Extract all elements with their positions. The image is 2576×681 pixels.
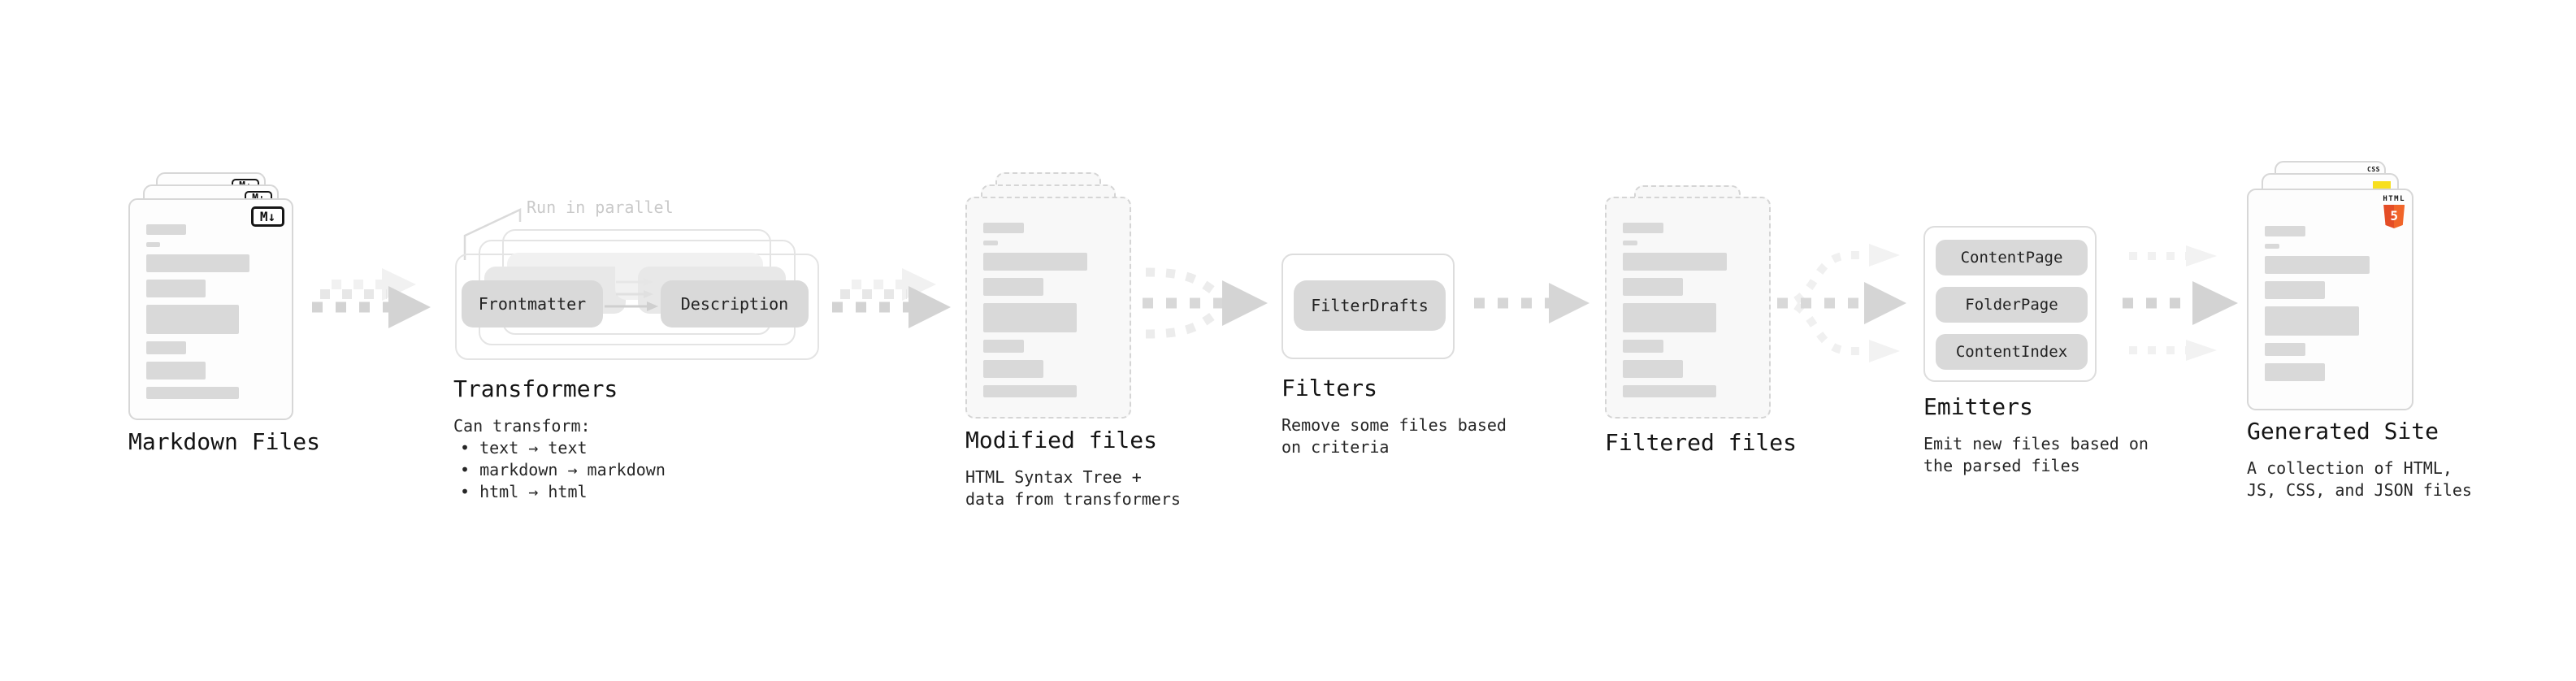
markdown-files-stack: M↓ M↓ M↓ bbox=[128, 172, 332, 424]
bullet-item: • html → html bbox=[460, 482, 588, 501]
placeholder-line bbox=[983, 253, 1087, 271]
description-line: data from transformers bbox=[965, 489, 1181, 509]
placeholder-line bbox=[983, 360, 1043, 378]
transform-mini-arrows bbox=[605, 278, 658, 311]
placeholder-line bbox=[1623, 340, 1663, 353]
annotation-connector-line bbox=[463, 208, 522, 260]
transformer-output-box: Description bbox=[661, 280, 809, 327]
stage-title: Emitters bbox=[1923, 393, 2033, 420]
markdown-icon: M↓ bbox=[251, 206, 284, 227]
document-sheet: HTML 5 bbox=[2247, 189, 2413, 410]
stage-description: Remove some files based on criteria bbox=[1281, 414, 1507, 458]
transformer-input-box: Frontmatter bbox=[462, 280, 603, 327]
document-content bbox=[1623, 223, 1753, 397]
placeholder-line bbox=[2265, 306, 2359, 336]
stage-title: Generated Site bbox=[2247, 418, 2439, 445]
note-heading: Can transform: bbox=[453, 416, 591, 436]
placeholder-line bbox=[1623, 360, 1683, 378]
placeholder-line bbox=[983, 241, 998, 245]
description-line: Emit new files based on bbox=[1923, 434, 2149, 453]
caption-generated-site: Generated Site A collection of HTML, JS,… bbox=[2247, 418, 2472, 501]
placeholder-line bbox=[983, 223, 1024, 233]
document-sheet bbox=[965, 197, 1131, 419]
filter-box: FilterDrafts bbox=[1294, 280, 1446, 331]
merge-arrow-modified-to-filters bbox=[1143, 267, 1268, 339]
placeholder-line bbox=[146, 341, 187, 354]
document-sheet: M↓ bbox=[128, 198, 293, 420]
stage-description: A collection of HTML, JS, CSS, and JSON … bbox=[2247, 458, 2472, 501]
stage-description: Can transform: • text → text • markdown … bbox=[453, 415, 666, 503]
placeholder-line bbox=[146, 242, 161, 247]
caption-transformers: Transformers Can transform: • text → tex… bbox=[453, 375, 666, 503]
placeholder-line bbox=[1623, 241, 1637, 245]
filtered-files-stack bbox=[1605, 185, 1808, 429]
description-line: JS, CSS, and JSON files bbox=[2247, 480, 2472, 500]
modified-files-stack bbox=[965, 172, 1169, 424]
emitter-box: FolderPage bbox=[1936, 287, 2088, 323]
caption-markdown-files: Markdown Files bbox=[128, 428, 320, 456]
placeholder-line bbox=[983, 303, 1078, 332]
placeholder-line bbox=[983, 385, 1078, 397]
split-arrow-filtered-to-emitters bbox=[1777, 244, 1906, 362]
description-line: HTML Syntax Tree + bbox=[965, 467, 1142, 487]
emitters-panel: ContentPage FolderPage ContentIndex bbox=[1923, 226, 2097, 382]
placeholder-line bbox=[2265, 256, 2370, 274]
run-in-parallel-label: Run in parallel bbox=[527, 197, 674, 217]
flow-arrow-transformers-to-modified bbox=[832, 268, 951, 328]
transformers-group: Run in parallel Frontmatter Description bbox=[453, 193, 835, 380]
flow-arrow-markdown-to-transformers bbox=[312, 268, 431, 328]
flow-arrow-filters-to-filtered bbox=[1474, 283, 1589, 323]
placeholder-line bbox=[1623, 385, 1717, 397]
placeholder-line bbox=[1623, 253, 1727, 271]
placeholder-line bbox=[146, 362, 206, 380]
emitter-box: ContentIndex bbox=[1936, 334, 2088, 370]
placeholder-line bbox=[2265, 244, 2279, 249]
stage-title: Markdown Files bbox=[128, 428, 321, 455]
stage-title: Modified files bbox=[965, 427, 1158, 453]
placeholder-line bbox=[146, 224, 187, 235]
placeholder-line bbox=[2265, 343, 2305, 356]
parallel-arrows-emitters-to-generated bbox=[2123, 245, 2238, 361]
description-line: the parsed files bbox=[1923, 456, 2080, 475]
placeholder-line bbox=[146, 387, 240, 399]
placeholder-line bbox=[983, 340, 1024, 353]
bullet-item: • text → text bbox=[460, 438, 588, 458]
stage-title: Filters bbox=[1281, 375, 1378, 401]
placeholder-line bbox=[2265, 226, 2305, 236]
placeholder-line bbox=[983, 278, 1043, 296]
description-line: Remove some files based bbox=[1281, 415, 1507, 435]
document-sheet bbox=[1605, 197, 1771, 419]
bullet-item: • markdown → markdown bbox=[460, 460, 666, 479]
html5-icon: HTML 5 bbox=[2383, 195, 2405, 228]
generated-site-stack: CSS HTML 5 bbox=[2247, 161, 2450, 421]
css-label: CSS bbox=[2367, 166, 2380, 173]
description-line: on criteria bbox=[1281, 437, 1390, 457]
caption-filters: Filters Remove some files based on crite… bbox=[1281, 375, 1507, 458]
caption-emitters: Emitters Emit new files based on the par… bbox=[1923, 393, 2149, 477]
stage-title: Filtered files bbox=[1605, 429, 1798, 456]
placeholder-line bbox=[146, 280, 206, 297]
placeholder-line bbox=[1623, 278, 1683, 296]
document-content bbox=[146, 224, 275, 399]
javascript-icon bbox=[2373, 181, 2391, 190]
placeholder-line bbox=[1623, 303, 1717, 332]
placeholder-line bbox=[2265, 281, 2326, 299]
caption-modified-files: Modified files HTML Syntax Tree + data f… bbox=[965, 427, 1181, 510]
html5-word: HTML bbox=[2383, 195, 2405, 203]
stage-description: Emit new files based on the parsed files bbox=[1923, 433, 2149, 477]
html5-shield: 5 bbox=[2383, 205, 2405, 228]
document-content bbox=[983, 223, 1113, 397]
placeholder-line bbox=[146, 254, 250, 272]
placeholder-line bbox=[146, 305, 240, 334]
placeholder-line bbox=[1623, 223, 1663, 233]
description-line: A collection of HTML, bbox=[2247, 458, 2452, 478]
placeholder-line bbox=[2265, 363, 2326, 381]
stage-title: Transformers bbox=[453, 375, 618, 402]
emitter-box: ContentPage bbox=[1936, 240, 2088, 275]
caption-filtered-files: Filtered files bbox=[1605, 429, 1797, 457]
filters-panel: FilterDrafts bbox=[1281, 254, 1455, 359]
document-content bbox=[2265, 226, 2396, 381]
stage-description: HTML Syntax Tree + data from transformer… bbox=[965, 466, 1181, 510]
